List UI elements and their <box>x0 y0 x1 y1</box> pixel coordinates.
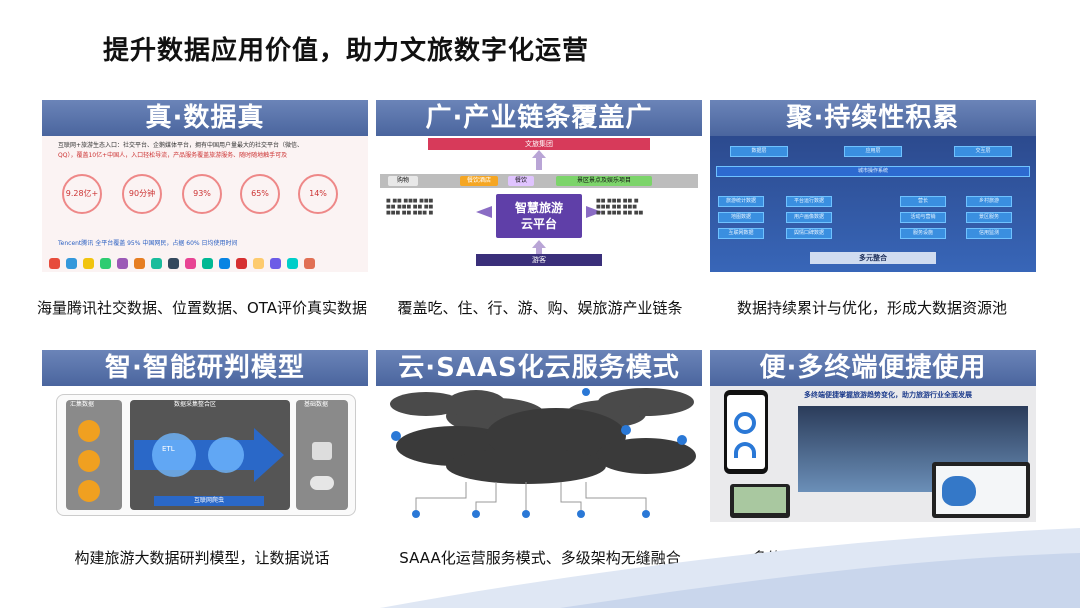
chat-icon <box>78 480 100 502</box>
data-block: 互联网数据 <box>718 228 764 239</box>
donut-chart-icon <box>734 412 756 434</box>
card-caption: 数据持续累计与优化，形成大数据资源池 <box>736 299 1007 317</box>
stat-circle: 9.28亿+ <box>62 174 102 214</box>
app-icon <box>134 258 145 269</box>
card-image-social-data: 互联网+旅游生态入口：社交平台、企鹅媒体平台，拥有中国用户量最大的社交平台（微信… <box>42 136 368 272</box>
laptop-map-screen <box>734 487 786 513</box>
app-icon <box>253 258 264 269</box>
map-region-icon <box>942 476 976 506</box>
card-footer-text: Tencent腾讯 全平台覆盖 95% 中国网民，占据 60% 日均使用时间 <box>58 240 238 247</box>
industry-item: 购物 <box>388 176 418 186</box>
card-heading: 聚·持续性积累 <box>710 100 1036 136</box>
card-heading: 智·智能研判模型 <box>42 350 368 386</box>
base-label: 基础数据 <box>304 401 329 408</box>
industry-item: 景区景点及娱乐项目 <box>556 176 652 186</box>
app-icon <box>304 258 315 269</box>
hub-line: 云平台 <box>520 217 557 231</box>
card-heading: 便·多终端便捷使用 <box>710 350 1036 386</box>
app-icon <box>100 258 111 269</box>
database-icon <box>78 420 100 442</box>
app-icon <box>287 258 298 269</box>
card-heading: 真·数据真 <box>42 100 368 136</box>
stat-circle: 65% <box>240 174 280 214</box>
stat-circle: 14% <box>298 174 338 214</box>
stat-circle: 93% <box>182 174 222 214</box>
card-heading: 广·产业链条覆盖广 <box>376 100 702 136</box>
app-icon <box>202 258 213 269</box>
data-block: 乡村旅游 <box>966 196 1012 207</box>
card-caption: SAAA化运营服务模式、多级架构无缝融合 <box>399 549 681 567</box>
app-icon <box>236 258 247 269</box>
app-icon <box>49 258 60 269</box>
app-icon <box>117 258 128 269</box>
data-block: 活动与营销 <box>900 212 946 223</box>
app-icon <box>83 258 94 269</box>
band-block: 城市操作系统 <box>716 166 1030 177</box>
server-icon <box>312 442 332 460</box>
integration-bar: 多元整合 <box>810 252 936 264</box>
data-block: 服务设施 <box>900 228 946 239</box>
banner-text: 多终端便捷掌握旅游趋势变化，助力旅游行业全面发展 <box>804 391 972 399</box>
card-text: QQ），覆盖10亿+中国人，入口轻松导流，产品服务覆盖旅游服务、随时随地触手可及 <box>58 152 288 159</box>
card-caption: 多终端连接协同，随时随地掌控态势 <box>751 549 992 567</box>
card-saas-cloud: 云·SAAS化云服务模式 <box>376 350 702 522</box>
platform-hub: 智慧旅游 云平台 <box>496 194 582 238</box>
gauge-icon <box>734 442 756 458</box>
hub-line: 智慧旅游 <box>514 201 563 215</box>
card-image-data-pool: 数据层 应用层 交互层 城市操作系统 旅游统计数据 平台运行数据 地图数据 用户… <box>710 136 1036 272</box>
app-icon <box>185 258 196 269</box>
card-accumulation: 聚·持续性积累 数据层 应用层 交互层 城市操作系统 旅游统计数据 平台运行数据… <box>710 100 1036 272</box>
data-block: 地图数据 <box>718 212 764 223</box>
detail-text: ■■ ■■■ ■■ ■■■■ ■■ ■■■■■ ■■■ ■■ ■■ <box>596 198 644 216</box>
card-image-cloud-network <box>376 386 702 522</box>
card-image-model-diagram: 汇集数据 数据采集整合区 ETL 互联网爬虫 基础数据 <box>42 386 368 522</box>
card-heading: 云·SAAS化云服务模式 <box>376 350 702 386</box>
card-data-real: 真·数据真 互联网+旅游生态入口：社交平台、企鹅媒体平台，拥有中国用户量最大的社… <box>42 100 368 272</box>
stat-circle: 90分钟 <box>122 174 162 214</box>
group-bar: 文旅集团 <box>428 138 650 150</box>
etl-flow-diagram <box>134 428 284 482</box>
card-image-industry-diagram: 文旅集团 购物 餐饮酒店 餐饮 景区景点及娱乐项目 智慧旅游 云平台 ■ ■■ … <box>376 136 702 272</box>
source-label: 汇集数据 <box>70 401 95 408</box>
card-multi-terminal: 便·多终端便捷使用 多终端便捷掌握旅游趋势变化，助力旅游行业全面发展 <box>710 350 1036 522</box>
arrows-diagram <box>476 150 602 254</box>
document-icon <box>78 450 100 472</box>
card-industry-chain: 广·产业链条覆盖广 文旅集团 购物 餐饮酒店 餐饮 景区景点及娱乐项目 智慧旅游… <box>376 100 702 272</box>
industry-item: 餐饮酒店 <box>460 176 498 186</box>
data-block: 用户画像数据 <box>786 212 832 223</box>
card-text: 互联网+旅游生态入口：社交平台、企鹅媒体平台，拥有中国用户量最大的社交平台（微信… <box>58 142 304 149</box>
app-icons-row <box>46 254 366 269</box>
app-icon <box>270 258 281 269</box>
data-block: 营长 <box>900 196 946 207</box>
page-title: 提升数据应用价值，助力文旅数字化运营 <box>103 36 590 66</box>
card-image-devices: 多终端便捷掌握旅游趋势变化，助力旅游行业全面发展 <box>710 386 1036 522</box>
card-intelligent-model: 智·智能研判模型 汇集数据 数据采集整合区 ETL 互联网爬虫 基础数据 <box>42 350 368 522</box>
card-caption: 构建旅游大数据研判模型，让数据说话 <box>74 549 330 567</box>
zone-label: 数据采集整合区 <box>174 401 217 408</box>
tag-block: 交互层 <box>954 146 1012 157</box>
visitor-bar: 游客 <box>476 254 602 266</box>
app-icon <box>219 258 230 269</box>
app-icon <box>151 258 162 269</box>
data-block: 信用监测 <box>966 228 1012 239</box>
cloud-network-diagram <box>390 388 696 518</box>
industry-item: 餐饮 <box>508 176 534 186</box>
data-block: 景区服务 <box>966 212 1012 223</box>
data-block: 旅游统计数据 <box>718 196 764 207</box>
data-block: 平台运行数据 <box>786 196 832 207</box>
card-caption: 覆盖吃、住、行、游、购、娱旅游产业链条 <box>397 299 683 317</box>
tag-block: 数据层 <box>730 146 788 157</box>
detail-text: ■ ■■ ■■■ ■■■■■ ■■■ ■■ ■■■■■ ■■ ■■■ ■ <box>386 198 434 216</box>
card-caption: 海量腾讯社交数据、位置数据、OTA评价真实数据 <box>36 299 368 317</box>
crawler-bar: 互联网爬虫 <box>154 496 264 506</box>
app-icon <box>66 258 77 269</box>
cloud-icon <box>310 476 334 490</box>
tag-block: 应用层 <box>844 146 902 157</box>
data-block: 舆情口碑数据 <box>786 228 832 239</box>
app-icon <box>168 258 179 269</box>
etl-label: ETL <box>162 445 175 453</box>
